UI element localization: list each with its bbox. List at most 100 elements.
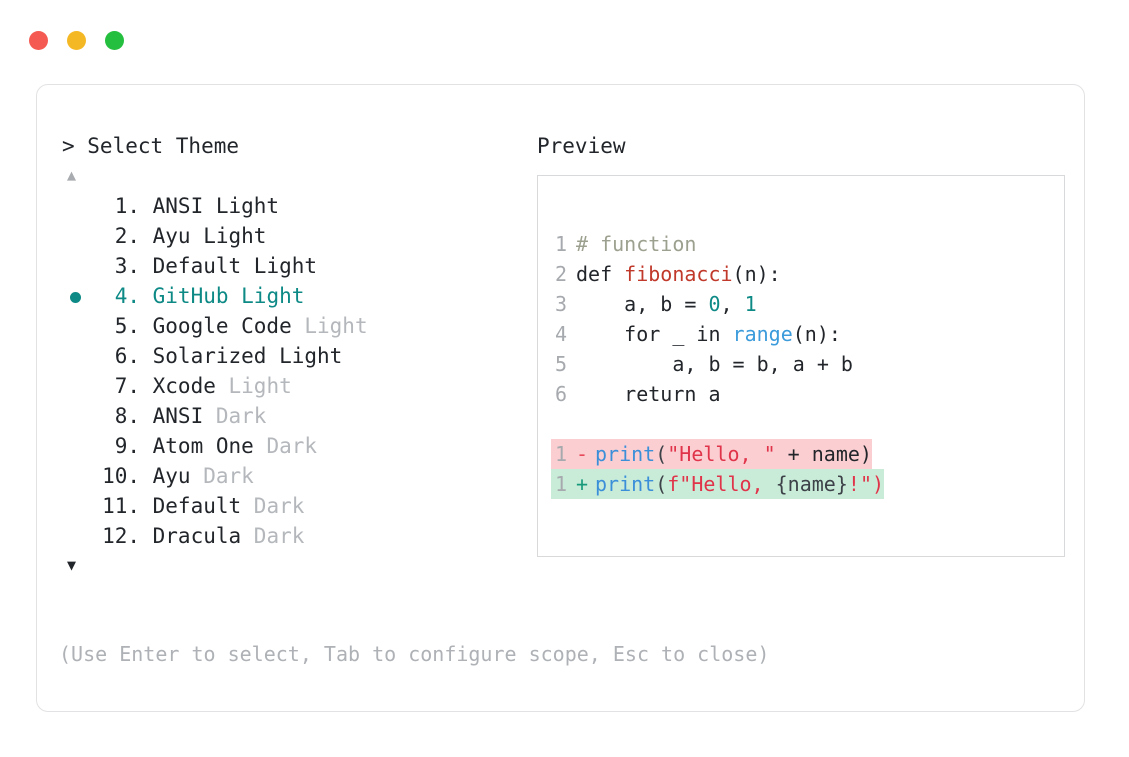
theme-item-number: 4. — [102, 284, 140, 308]
theme-picker-panel: > Select Theme ▲ 1. ANSI Light 2. Ayu Li… — [36, 84, 1085, 712]
close-window-icon[interactable] — [29, 31, 48, 50]
theme-item-variant: Dark — [253, 524, 305, 548]
code-text: # function — [567, 229, 696, 259]
theme-list-item[interactable]: 10. Ayu Dark — [62, 461, 522, 491]
line-number: 1 — [554, 442, 567, 466]
theme-item-variant: Dark — [253, 494, 305, 518]
theme-item-number: 6. — [102, 344, 140, 368]
code-text: def fibonacci(n): — [567, 259, 781, 289]
theme-item-name: Default — [140, 494, 254, 518]
theme-item-name: Xcode — [140, 374, 229, 398]
line-number: 3 — [554, 292, 567, 316]
theme-item-variant: Dark — [203, 464, 254, 488]
theme-list-item[interactable]: 5. Google Code Light — [62, 311, 522, 341]
theme-item-name: Ayu — [140, 464, 204, 488]
diff-marker: + — [576, 472, 589, 496]
line-number: 4 — [554, 322, 567, 346]
diff-line-addition: 1 +print(f"Hello, {name}!") — [551, 469, 885, 499]
theme-list-item[interactable]: 6. Solarized Light — [62, 341, 522, 371]
code-text: a, b = 0, 1 — [567, 289, 757, 319]
code-line: 1# function — [551, 229, 1064, 259]
code-token: def — [576, 262, 625, 286]
code-token: print — [595, 442, 656, 466]
code-token: "Hello, " — [667, 442, 776, 466]
theme-list-item[interactable]: 11. Default Dark — [62, 491, 522, 521]
theme-item-variant: Dark — [266, 434, 318, 458]
code-token: 1 — [744, 292, 757, 316]
code-token: ! — [847, 472, 860, 496]
theme-item-name: Default — [140, 254, 254, 278]
theme-item-number: 5. — [102, 314, 140, 338]
theme-item-name: ANSI — [140, 194, 216, 218]
window-controls — [29, 31, 124, 50]
theme-item-variant: Light — [304, 314, 368, 338]
code-token: , — [720, 292, 745, 316]
code-token: a, b = — [576, 292, 709, 316]
code-line: 5 a, b = b, a + b — [551, 349, 1064, 379]
code-token: a, b = b, a + b — [576, 352, 853, 376]
code-token: return a — [576, 382, 721, 406]
code-token: (n): — [732, 262, 781, 286]
theme-list-item[interactable]: 9. Atom One Dark — [62, 431, 522, 461]
code-token: f"Hello, — [667, 472, 776, 496]
code-blank-line — [551, 409, 1064, 439]
theme-item-number: 7. — [102, 374, 140, 398]
diff-line-deletion: 1-print("Hello, " + name) — [551, 439, 872, 469]
theme-list-item[interactable]: 1. ANSI Light — [62, 191, 522, 221]
code-token: ") — [859, 472, 885, 496]
code-token: ( — [655, 442, 668, 466]
theme-list-item[interactable]: 8. ANSI Dark — [62, 401, 522, 431]
theme-item-variant: Light — [279, 344, 343, 368]
code-token: + name) — [775, 442, 872, 466]
theme-list[interactable]: 1. ANSI Light 2. Ayu Light 3. Default Li… — [62, 191, 522, 551]
theme-item-variant: Light — [203, 224, 267, 248]
theme-list-column: > Select Theme ▲ 1. ANSI Light 2. Ayu Li… — [62, 133, 522, 575]
theme-item-number: 9. — [102, 434, 140, 458]
code-text: for _ in range(n): — [567, 319, 841, 349]
code-token: for _ in — [576, 322, 733, 346]
line-number: 5 — [554, 352, 567, 376]
minimize-window-icon[interactable] — [67, 31, 86, 50]
theme-item-number: 1. — [102, 194, 140, 218]
theme-list-item[interactable]: 7. Xcode Light — [62, 371, 522, 401]
diff-marker: - — [576, 442, 589, 466]
theme-item-number: 8. — [102, 404, 140, 428]
theme-item-variant: Light — [253, 254, 318, 278]
code-line: 3 a, b = 0, 1 — [551, 289, 1064, 319]
theme-list-item[interactable]: 3. Default Light — [62, 251, 522, 281]
code-token: 0 — [708, 292, 721, 316]
selected-indicator-icon — [70, 292, 81, 303]
theme-item-name: ANSI — [140, 404, 216, 428]
theme-item-number: 11. — [102, 494, 140, 518]
code-token: # function — [576, 232, 697, 256]
theme-item-name: Ayu — [140, 224, 204, 248]
scroll-down-arrow-icon[interactable]: ▼ — [67, 556, 77, 574]
line-number: 2 — [554, 262, 567, 286]
keyboard-hint: (Use Enter to select, Tab to configure s… — [59, 642, 770, 666]
code-text: a, b = b, a + b — [567, 349, 853, 379]
code-token: range — [732, 322, 793, 346]
code-line: 4 for _ in range(n): — [551, 319, 1064, 349]
theme-item-number: 12. — [102, 524, 140, 548]
maximize-window-icon[interactable] — [105, 31, 124, 50]
theme-item-number: 3. — [102, 254, 140, 278]
theme-item-variant: Light — [241, 284, 305, 308]
code-token: {name} — [775, 472, 848, 496]
scroll-up-arrow-icon[interactable]: ▲ — [67, 166, 77, 184]
code-token: ( — [655, 472, 668, 496]
code-token: print — [595, 472, 656, 496]
theme-item-name: Solarized — [140, 344, 280, 368]
theme-list-item[interactable]: 4. GitHub Light — [62, 281, 522, 311]
code-line: 6 return a — [551, 379, 1064, 409]
theme-item-name: Google Code — [140, 314, 305, 338]
line-number: 1 — [554, 472, 567, 496]
theme-list-item[interactable]: 2. Ayu Light — [62, 221, 522, 251]
theme-item-name: Atom One — [140, 434, 267, 458]
window-titlebar — [0, 0, 1129, 72]
theme-list-item[interactable]: 12. Dracula Dark — [62, 521, 522, 551]
code-text: print(f"Hello, {name}!") — [586, 469, 884, 499]
